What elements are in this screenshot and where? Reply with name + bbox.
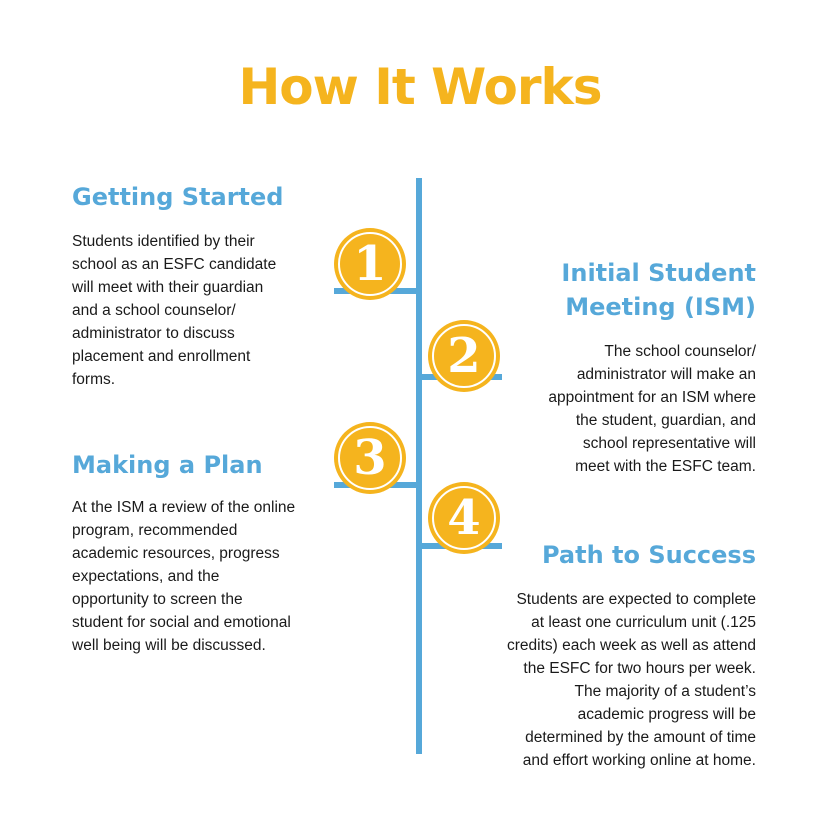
step-2-number: 2: [447, 328, 481, 384]
timeline-line: [416, 178, 422, 754]
step-3-heading: Making a Plan: [72, 451, 263, 479]
page-title: How It Works: [238, 58, 602, 116]
step-2-body: The school counselor/ administrator will…: [548, 343, 756, 475]
step-1-heading: Getting Started: [72, 183, 284, 211]
step-4-number: 4: [447, 490, 481, 546]
step-2-heading: Initial Student Meeting (ISM): [561, 259, 756, 321]
step-4-heading: Path to Success: [541, 541, 756, 569]
step-1-badge: 1: [334, 228, 406, 300]
step-3-badge: 3: [334, 422, 406, 494]
step-3-number: 3: [353, 430, 387, 486]
step-1-body: Students identified by their school as a…: [72, 233, 277, 388]
step-4-badge: 4: [428, 482, 500, 554]
step-3-body: At the ISM a review of the online progra…: [72, 499, 296, 654]
step-2-badge: 2: [428, 320, 500, 392]
step-4-body: Students are expected to complete at lea…: [507, 591, 756, 769]
step-1-number: 1: [353, 236, 387, 292]
